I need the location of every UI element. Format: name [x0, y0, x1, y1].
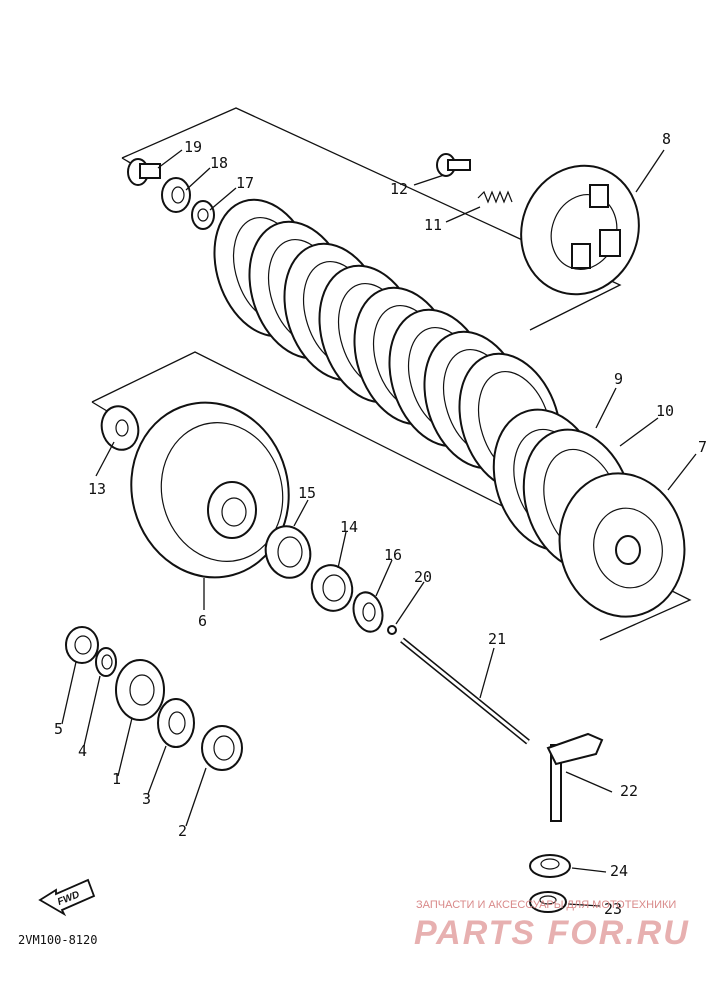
- watermark-tagline: ЗАПЧАСТИ И АКСЕССУАРЫ ДЛЯ МОТОТЕХНИКИ: [416, 899, 676, 911]
- part-5-seal: [65, 626, 99, 664]
- callout-7: 7: [698, 438, 707, 456]
- fwd-arrow: FWD: [38, 878, 96, 917]
- leader-lines: [61, 149, 697, 907]
- part-6-clutch-housing: [130, 401, 290, 579]
- callout-2: 2: [178, 822, 187, 840]
- part-17-lock-washer: [191, 200, 215, 230]
- callout-1: 1: [112, 770, 121, 788]
- part-22-push-lever: [546, 732, 604, 822]
- callout-4: 4: [78, 742, 87, 760]
- part-21-push-rod: [400, 637, 530, 745]
- callout-18: 18: [210, 154, 228, 172]
- callout-23: 23: [604, 900, 622, 918]
- callout-5: 5: [54, 720, 63, 738]
- callout-19: 19: [184, 138, 202, 156]
- part-4-washer: [95, 647, 117, 677]
- frame-upper: [121, 107, 622, 331]
- callout-24: 24: [610, 862, 628, 880]
- callout-12: 12: [390, 180, 408, 198]
- callout-22: 22: [620, 782, 638, 800]
- part-23-bearing: [529, 891, 567, 913]
- callout-13: 13: [88, 480, 106, 498]
- callout-16: 16: [384, 546, 402, 564]
- part-7-clutch-boss: [558, 472, 686, 618]
- watermark-brand: PARTS FOR.RU: [414, 914, 690, 952]
- frame-lower: [91, 351, 692, 641]
- callout-14: 14: [340, 518, 358, 536]
- part-1-gear: [115, 659, 165, 721]
- callout-15: 15: [298, 484, 316, 502]
- callout-17: 17: [236, 174, 254, 192]
- callout-20: 20: [414, 568, 432, 586]
- callout-11: 11: [424, 216, 442, 234]
- part-16-washer: [352, 591, 384, 633]
- part-19-bolt: [127, 158, 161, 186]
- callout-3: 3: [142, 790, 151, 808]
- part-2-collar: [201, 725, 243, 771]
- part-24-oil-seal: [529, 854, 571, 878]
- part-15-needle-bearing: [264, 525, 312, 579]
- diagram-code: 2VM100-8120: [18, 933, 97, 947]
- callout-8: 8: [662, 130, 671, 148]
- part-8-pressure-plate: [520, 164, 640, 296]
- part-18-nut: [161, 177, 191, 213]
- callout-21: 21: [488, 630, 506, 648]
- callout-9: 9: [614, 370, 623, 388]
- part-20-ball: [387, 625, 397, 635]
- part-13-washer: [100, 405, 140, 451]
- part-12-bolt: [436, 153, 471, 177]
- callout-10: 10: [656, 402, 674, 420]
- callout-6: 6: [198, 612, 207, 630]
- part-3-gear: [157, 698, 195, 748]
- part-11-spring: [477, 190, 513, 204]
- part-14-spacer: [310, 564, 354, 612]
